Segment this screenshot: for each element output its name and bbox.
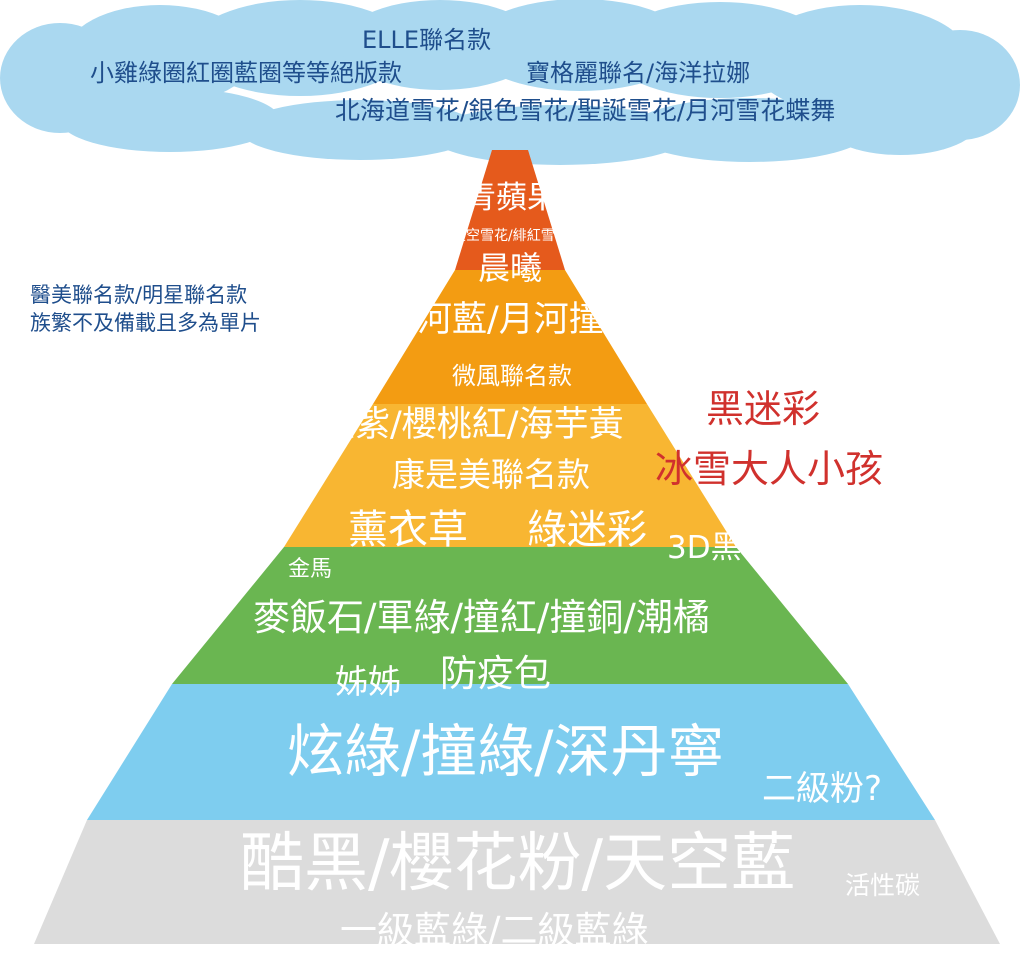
label-breeze: 微風聯名款 [452, 362, 572, 390]
tier-gray [34, 820, 1000, 944]
red-note-black-camo: 黑迷彩 [706, 387, 821, 431]
label-green-denim: 炫綠/撞綠/深丹寧 [287, 719, 725, 785]
label-green-camo: 綠迷彩 [527, 507, 647, 553]
label-moon-river: 月河藍/月河撞 [382, 300, 604, 340]
label-green-apple: 青蘋果 [465, 180, 558, 216]
cloud-shape [0, 0, 1020, 165]
tier-yellow [284, 404, 736, 547]
label-cosmed: 康是美聯名款 [392, 455, 590, 494]
tier-red [455, 150, 565, 270]
label-starry-snow: 星空雪花/緋紅雪花 [452, 228, 569, 244]
side-note-line1: 醫美聯名款/明星聯名款 [30, 283, 248, 307]
cloud-line-bvlgari: 寶格麗聯名/海洋拉娜 [526, 59, 751, 87]
label-second-pink: 二級粉? [762, 769, 883, 809]
label-maifan: 麥飯石/軍綠/撞紅/撞銅/潮橘 [253, 596, 710, 639]
label-epidemic-pack: 防疫包 [440, 652, 551, 695]
side-note-line2: 族繁不及備載且多為單片 [30, 311, 261, 335]
pyramid-tiers [34, 150, 1000, 944]
tier-green [172, 547, 848, 684]
label-cool-black: 酷黑/櫻花粉/天空藍 [240, 827, 796, 901]
cloud-line-elle: ELLE聯名款 [362, 26, 492, 54]
label-3d-black: 3D黑 [667, 530, 742, 566]
label-sister: 姊姊 [335, 662, 401, 701]
red-note-frozen: 冰雪大人小孩 [655, 447, 884, 491]
cloud-line-limited: 小雞綠圈紅圈藍圈等等絕版款 [90, 59, 402, 87]
cloud-line-snow: 北海道雪花/銀色雪花/聖誕雪花/月河雪花蝶舞 [335, 96, 836, 125]
label-dawn: 晨曦 [478, 249, 543, 287]
tier-orange [373, 270, 647, 404]
label-purple-cherry: 炫紫/櫻桃紅/海芋黃 [320, 405, 624, 445]
tier-blue [87, 684, 935, 820]
label-lavender: 薰衣草 [348, 507, 468, 553]
label-activated-carbon: 活性碳 [845, 871, 921, 900]
label-blue-green: 一級藍綠/二級藍綠 [340, 909, 649, 952]
label-golden-horse: 金馬 [288, 557, 333, 582]
